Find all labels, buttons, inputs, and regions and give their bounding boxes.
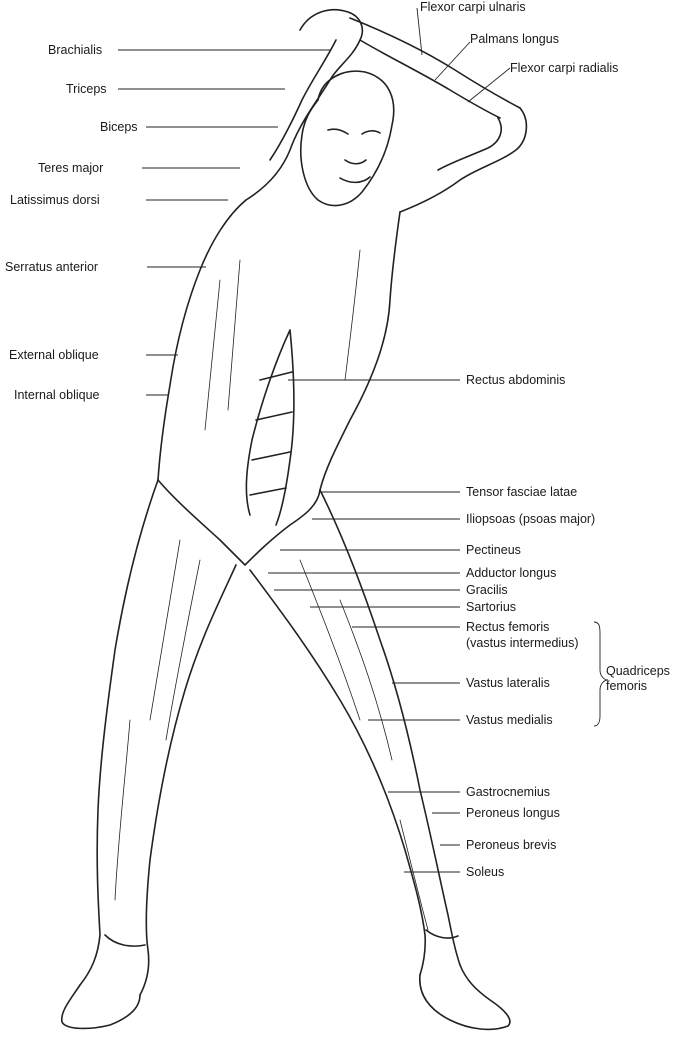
label-vastus-intermedius: (vastus intermedius): [466, 636, 579, 650]
left-foot: [60, 984, 141, 1030]
label-peroneus-brevis: Peroneus brevis: [466, 838, 557, 852]
label-palmans-longus: Palmans longus: [470, 32, 559, 46]
label-brachialis: Brachialis: [48, 43, 103, 57]
label-rectus-abdominis: Rectus abdominis: [466, 373, 566, 387]
label-internal-oblique: Internal oblique: [14, 388, 100, 402]
left-leg-outer: [79, 479, 159, 986]
label-flexor-carpi-radialis: Flexor carpi radialis: [510, 61, 619, 75]
forearm-top: [349, 17, 521, 109]
label-external-oblique: External oblique: [9, 348, 99, 362]
label-gracilis: Gracilis: [466, 583, 508, 597]
right-leg-inner: [249, 569, 427, 976]
label-vastus-medialis: Vastus medialis: [466, 713, 553, 727]
raised-arm-inner: [269, 39, 337, 161]
label-soleus: Soleus: [466, 865, 505, 879]
label-biceps: Biceps: [100, 120, 138, 134]
label-adductor-longus: Adductor longus: [466, 566, 557, 580]
right-foot: [419, 964, 511, 1031]
label-tensor-fasciae-latae: Tensor fasciae latae: [466, 485, 578, 499]
quadriceps-bracket: [593, 621, 609, 727]
left-leg-inner: [139, 564, 237, 996]
label-triceps: Triceps: [66, 82, 107, 96]
rectus-abdominis: [245, 329, 295, 526]
pelvis: [157, 479, 321, 566]
label-pectineus: Pectineus: [466, 543, 521, 557]
label-flexor-carpi-ulnaris: Flexor carpi ulnaris: [420, 0, 526, 14]
forearm-bottom: [359, 39, 501, 119]
right-leg-outer: [319, 489, 461, 966]
label-rectus-femoris: Rectus femoris: [466, 620, 550, 634]
label-latissimus-dorsi: Latissimus dorsi: [10, 193, 100, 207]
torso-left: [157, 199, 247, 481]
head: [299, 70, 395, 207]
label-sartorius: Sartorius: [466, 600, 517, 614]
label-gastrocnemius: Gastrocnemius: [466, 785, 551, 799]
label-teres-major: Teres major: [38, 161, 104, 175]
label-quadriceps-line2: femoris: [606, 679, 647, 693]
label-iliopsoas: Iliopsoas (psoas major): [466, 512, 596, 526]
label-quadriceps-line1: Quadriceps: [606, 664, 670, 678]
torso-right: [319, 211, 401, 491]
label-serratus-anterior: Serratus anterior: [5, 260, 99, 274]
label-vastus-lateralis: Vastus lateralis: [466, 676, 550, 690]
raised-arm-outer: [245, 8, 364, 201]
label-peroneus-longus: Peroneus longus: [466, 806, 560, 820]
right-upper-arm: [399, 107, 528, 213]
